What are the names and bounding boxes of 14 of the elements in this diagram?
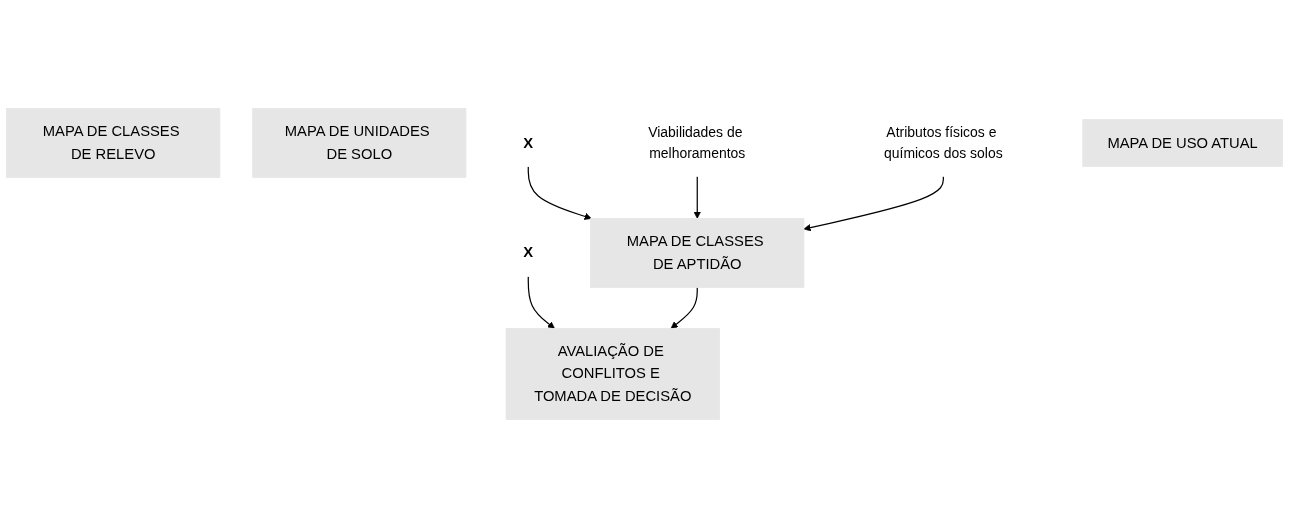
node-box: MAPA DE CLASSES DE APTIDÃO (590, 217, 805, 288)
node-text: Viabilidades de melhoramentos (648, 124, 746, 161)
arrow (670, 286, 698, 329)
node-box: MAPA DE UNIDADES DE SOLO (252, 107, 467, 178)
node-box: MAPA DE USO ATUAL (1082, 118, 1283, 167)
node-text: X (523, 133, 534, 151)
arrow (803, 175, 944, 231)
node-box: MAPA DE CLASSES DE RELEVO (6, 107, 221, 178)
node-box: AVALIAÇÃO DE CONFLITOS E TOMADA DE DECISÃO (505, 327, 720, 420)
node-text: X (523, 243, 534, 261)
arrow (693, 175, 701, 219)
arrow (527, 275, 555, 329)
node-text: Atributos físicos e químicos dos solos (884, 124, 1003, 161)
arrow (527, 165, 592, 220)
